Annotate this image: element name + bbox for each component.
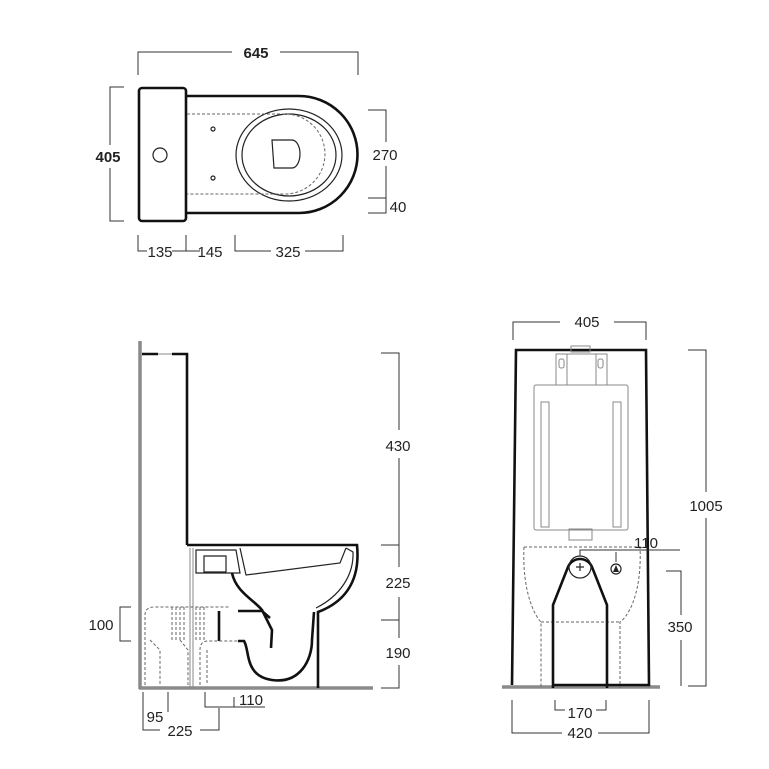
dimension-line-outlet-diameter-front [579, 549, 680, 562]
flush-button-hole [152, 147, 168, 163]
dimension-line-inlet-height [119, 606, 131, 642]
seat-outer-outline [235, 108, 343, 202]
hidden-bowl-outline [187, 113, 326, 195]
dimension-line-top-width [512, 321, 647, 340]
hidden-outlet-options [144, 606, 238, 685]
hidden-outlet-hatching [171, 607, 205, 641]
dimension-line-wall-to-outlet-axis [142, 692, 169, 712]
dimension-label-tank-depth: 135 [147, 244, 172, 261]
flush-valve-outlet [568, 528, 593, 541]
pedestal-arch [551, 557, 609, 688]
fixing-hole [210, 175, 216, 181]
hidden-bowl-front [523, 546, 641, 688]
cistern-side-outline [142, 352, 189, 545]
dimension-label-seat-length: 325 [275, 244, 300, 261]
dimension-label-seat-depth: 270 [372, 147, 397, 164]
bracket-slot [597, 358, 604, 369]
side-view: 430 225 190 100 95 225 110 [88, 341, 411, 740]
dimension-line-overall-length [137, 51, 359, 75]
dimension-line-top-segments [137, 235, 344, 252]
flush-connector [195, 549, 241, 574]
dimension-label-gap: 145 [197, 244, 222, 261]
dimension-line-outlet-diameter [204, 692, 265, 708]
fixing-hole [210, 126, 216, 132]
flush-button-top [570, 345, 591, 353]
inlet-marker-icon [610, 563, 622, 575]
dimension-line-side-heights [381, 352, 400, 689]
dimension-label-base-width: 420 [567, 725, 592, 742]
dimension-label-outlet-diameter-front: 110 [634, 535, 658, 552]
cistern-bracket [555, 353, 608, 385]
dimension-label-overall-width: 405 [95, 149, 120, 166]
front-view: 405 110 1005 350 170 420 [502, 314, 723, 742]
dimension-line-outlet-height [666, 570, 682, 686]
seat-inner-outline [241, 113, 337, 197]
trap-outline [230, 572, 316, 682]
inlet-triangle-icon [613, 565, 619, 572]
dimension-label-overall-length: 645 [243, 45, 268, 62]
drain-opening [271, 139, 301, 169]
dimension-line-base-width [511, 700, 650, 734]
cistern-ribs [540, 401, 622, 528]
bowl-top-outline [187, 94, 359, 215]
dimension-line-overall-width [109, 86, 124, 222]
dimension-label-outlet-height: 350 [667, 619, 692, 636]
dimension-label-bowl-height: 225 [385, 575, 410, 592]
dimension-label-rear-offset: 40 [390, 199, 407, 216]
dimension-label-outlet-diameter: 110 [239, 692, 263, 709]
bowl-rim-inner [315, 547, 354, 609]
outlet-center-mark [576, 563, 584, 571]
cistern-tank-outline [533, 384, 629, 531]
dimension-label-tank-height: 430 [385, 438, 410, 455]
dimension-line-rear-offset [368, 197, 387, 214]
dimension-label-inlet-height: 100 [88, 617, 113, 634]
cistern-top-outline [137, 86, 188, 223]
dimension-label-wall-to-outlet-axis: 95 [147, 709, 164, 726]
dimension-label-total-height: 1005 [689, 498, 722, 515]
dimension-label-base-height: 190 [385, 645, 410, 662]
top-view: 645 405 270 40 135 145 325 [95, 45, 406, 261]
bracket-slot [558, 358, 565, 369]
seat-side [239, 547, 347, 576]
dimension-line-foot-spacing [554, 700, 607, 711]
dimension-label-top-width: 405 [574, 314, 599, 331]
dimension-label-foot-spacing: 170 [567, 705, 592, 722]
dimension-line-total-height [688, 349, 707, 687]
front-outline [510, 348, 651, 687]
bowl-side-outline [187, 543, 359, 688]
dimension-label-wall-to-outlet-far: 225 [167, 723, 192, 740]
